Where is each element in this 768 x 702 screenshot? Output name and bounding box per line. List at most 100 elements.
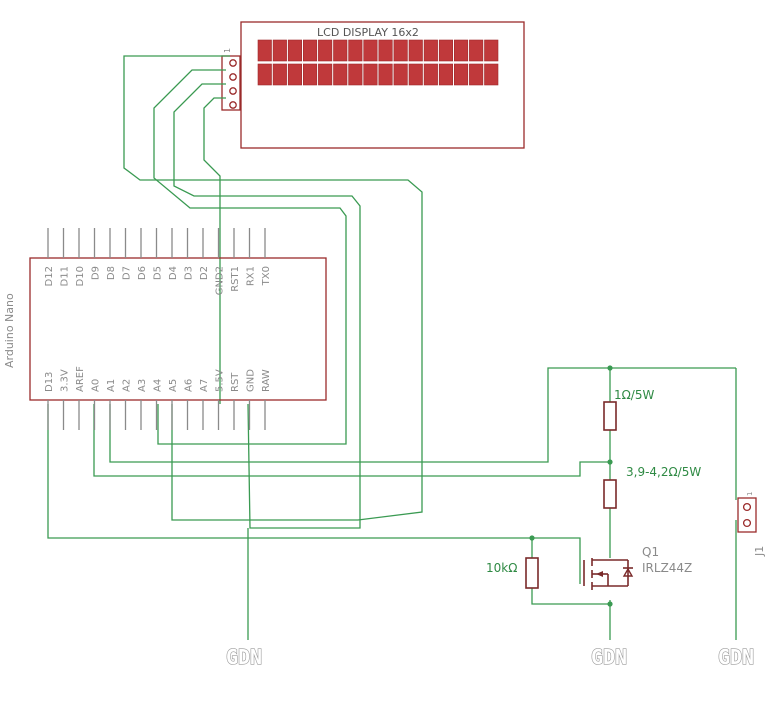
connector-j1-pin-label: 1 — [746, 492, 754, 496]
lcd-display-title: LCD DISPLAY 16x2 — [317, 26, 419, 39]
wire-lcd-5v — [203, 97, 226, 404]
lcd-character-cell — [272, 63, 287, 86]
pin-label-a4: A4 — [153, 379, 164, 392]
mosfet-diode-triangle — [622, 567, 634, 577]
pin-label-a3: A3 — [137, 379, 148, 392]
wire-d13-gate — [47, 404, 581, 560]
pin-label-rst1: RST1 — [230, 266, 241, 292]
lcd-character-cell — [453, 39, 469, 62]
junction-dot — [607, 459, 613, 465]
lcd-connector-pin — [229, 101, 237, 109]
lcd-connector: 1 — [221, 48, 241, 111]
pin-label-5.5v: 5.5V — [215, 369, 226, 392]
pin-label-d10: D10 — [75, 266, 86, 286]
lcd-character-cell — [333, 63, 348, 86]
pin-label-a6: A6 — [184, 379, 195, 392]
wire-a0-mid — [93, 404, 610, 477]
mosfet-q1-name: Q1 — [642, 545, 659, 559]
lcd-character-cell — [484, 39, 499, 62]
lcd-character-cell — [257, 63, 272, 86]
resistor-r2: 3,9-4,2Ω/5W — [603, 465, 701, 509]
mosfet-q1: Q1 IRLZ44Z — [579, 545, 692, 590]
lcd-character-cell — [257, 39, 272, 62]
pin-label-a1: A1 — [106, 379, 117, 392]
lcd-character-cell — [302, 63, 318, 86]
pin-label-tx0: TX0 — [261, 266, 272, 286]
connector-j1-label: J1 — [753, 546, 766, 557]
lcd-connector-pin — [229, 59, 237, 67]
connector-j1-pin — [742, 518, 752, 528]
lcd-character-cell — [408, 39, 423, 62]
lcd-character-cell — [469, 39, 484, 62]
lcd-character-cell — [378, 39, 393, 62]
lcd-character-cell — [393, 39, 408, 62]
mosfet-q1-part: IRLZ44Z — [642, 561, 692, 575]
lcd-character-cell — [393, 63, 408, 86]
pin-label-a2: A2 — [122, 379, 133, 392]
resistor-r1-body — [603, 401, 617, 431]
wire-lcd-gnd — [173, 83, 361, 529]
connector-j1-pin — [742, 502, 752, 512]
arduino-nano-label: Arduino Nano — [3, 293, 16, 368]
lcd-character-cell — [287, 63, 303, 86]
wire-10k-bottom — [531, 588, 610, 605]
resistor-r1-label: 1Ω/5W — [614, 388, 654, 402]
pin-label-d13: D13 — [44, 372, 55, 392]
lcd-character-cell — [423, 63, 438, 86]
wires — [47, 55, 737, 640]
pin-label-d7: D7 — [122, 266, 133, 280]
ground-label-j1: GDN — [718, 645, 754, 669]
pin-label-d3: D3 — [184, 266, 195, 280]
lcd-character-cell — [302, 39, 318, 62]
pin-label-d6: D6 — [137, 266, 148, 280]
lcd-character-cell — [469, 63, 484, 86]
junction-dot — [607, 365, 613, 371]
pin-label-a7: A7 — [199, 379, 210, 392]
pin-label-d12: D12 — [44, 266, 55, 286]
pin-label-a0: A0 — [91, 379, 102, 392]
pin-label-3.3v: 3.3V — [60, 369, 71, 392]
pin-label-raw: RAW — [261, 369, 272, 392]
wire-lcd-a5 — [123, 55, 423, 521]
pin-label-d4: D4 — [168, 266, 179, 280]
lcd-character-cell — [453, 63, 469, 86]
ground-label-mosfet: GDN — [591, 645, 627, 669]
connector-j1-body — [737, 497, 757, 533]
pin-label-d11: D11 — [60, 266, 71, 286]
pin-label-d8: D8 — [106, 266, 117, 280]
resistor-r1: 1Ω/5W — [603, 388, 654, 431]
pin-label-d5: D5 — [153, 266, 164, 280]
lcd-character-cell — [348, 39, 363, 62]
lcd-character-cell — [363, 39, 378, 62]
lcd-character-cell — [484, 63, 499, 86]
pin-label-d9: D9 — [91, 266, 102, 280]
lcd-connector-pin — [229, 73, 237, 81]
pin-label-rst: RST — [230, 372, 241, 392]
lcd-character-cell — [423, 39, 438, 62]
wire-lcd-a4 — [153, 69, 347, 445]
resistor-r2-label: 3,9-4,2Ω/5W — [626, 465, 701, 479]
arduino-nano-body — [29, 257, 327, 401]
lcd-character-cell — [333, 39, 348, 62]
pin-label-rx1: RX1 — [246, 266, 257, 286]
resistor-r3-body — [525, 557, 539, 589]
lcd-connector-label: 1 — [223, 48, 232, 53]
lcd-character-cell — [348, 63, 363, 86]
lcd-character-cell — [318, 39, 333, 62]
lcd-character-grid — [257, 39, 499, 86]
lcd-character-cell — [378, 63, 393, 86]
lcd-character-cell — [438, 39, 454, 62]
pin-label-gnd: GND — [246, 369, 257, 392]
pin-label-d2: D2 — [199, 266, 210, 280]
lcd-character-cell — [318, 63, 333, 86]
lcd-character-cell — [408, 63, 423, 86]
lcd-display-outline — [240, 21, 525, 149]
lcd-character-cell — [363, 63, 378, 86]
lcd-connector-body — [221, 55, 241, 111]
mosfet-arrow — [596, 571, 603, 577]
pin-label-a5: A5 — [168, 379, 179, 392]
